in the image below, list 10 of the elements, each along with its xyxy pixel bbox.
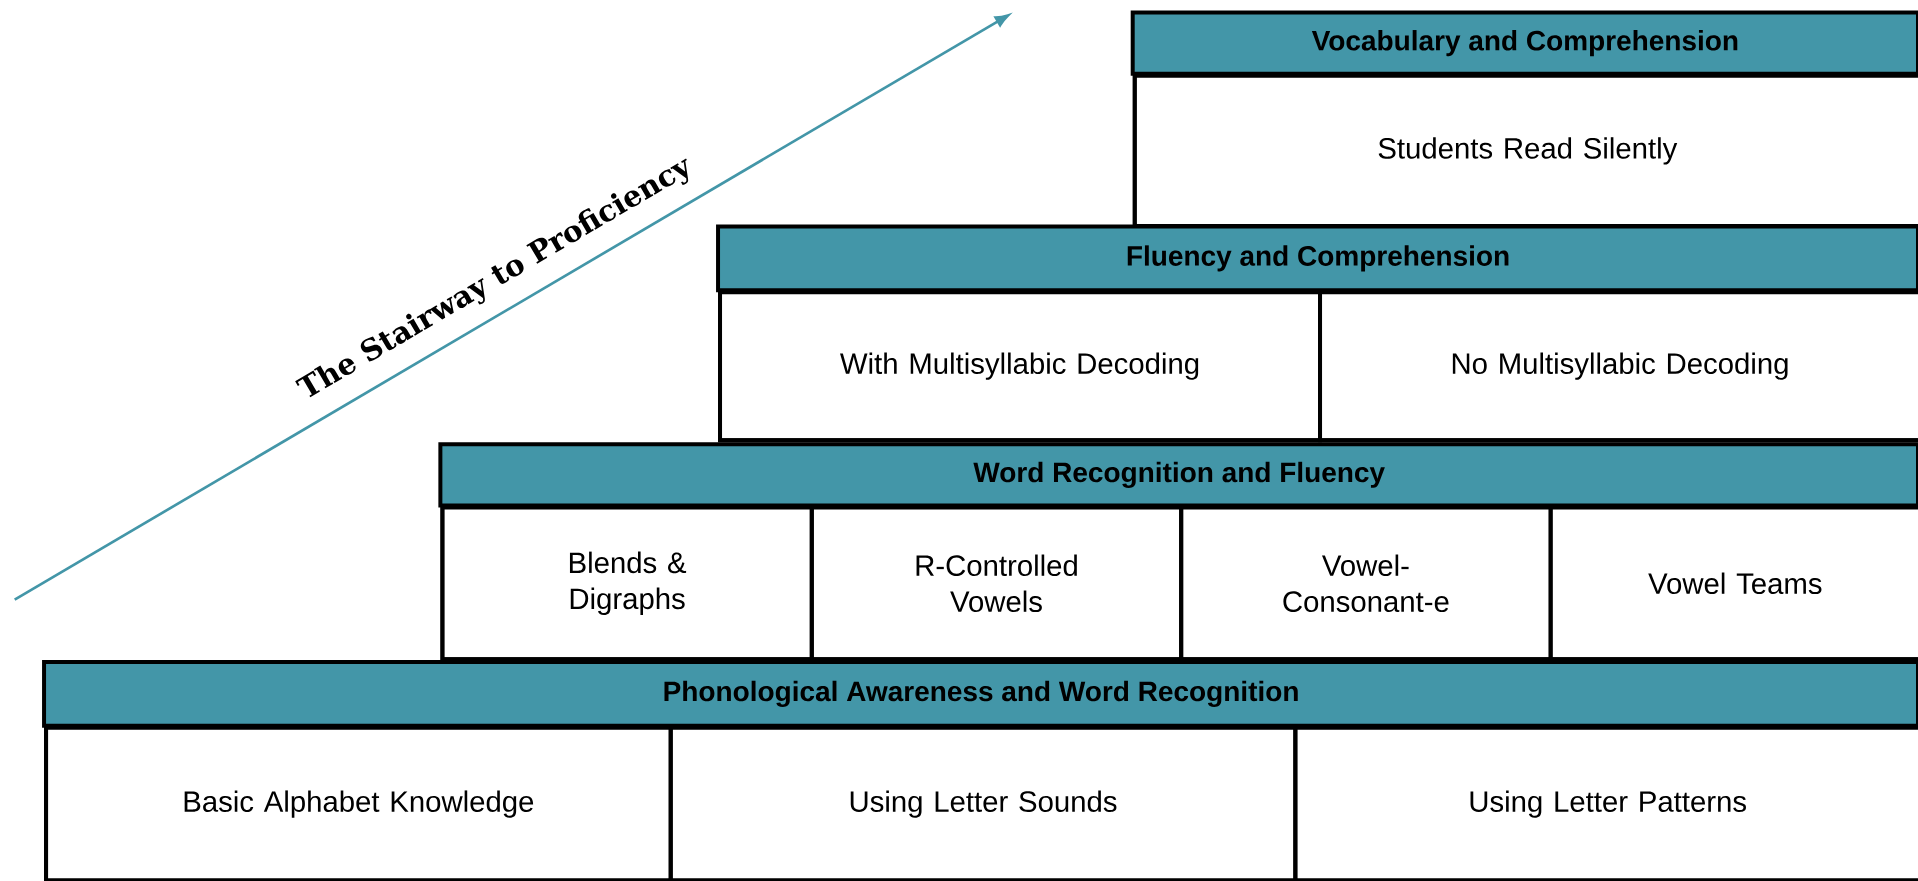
text-cell: R-Controlled Vowels — [809, 505, 1184, 662]
text-cell: Vowel Teams — [1548, 505, 1918, 662]
text-cell: No Multisyllabic Decoding — [1318, 290, 1918, 443]
text-cell: Using Letter Sounds — [668, 725, 1298, 881]
text-cell: With Multisyllabic Decoding — [718, 290, 1322, 443]
text-cell: Vowel-Consonant-e — [1179, 505, 1553, 662]
text-cell: Blends & Digraphs — [440, 505, 814, 662]
text-cell: Students Read Silently — [1132, 73, 1918, 229]
text-cell: Using Letter Patterns — [1293, 725, 1918, 881]
text-cell: Basic Alphabet Knowledge — [44, 725, 673, 881]
